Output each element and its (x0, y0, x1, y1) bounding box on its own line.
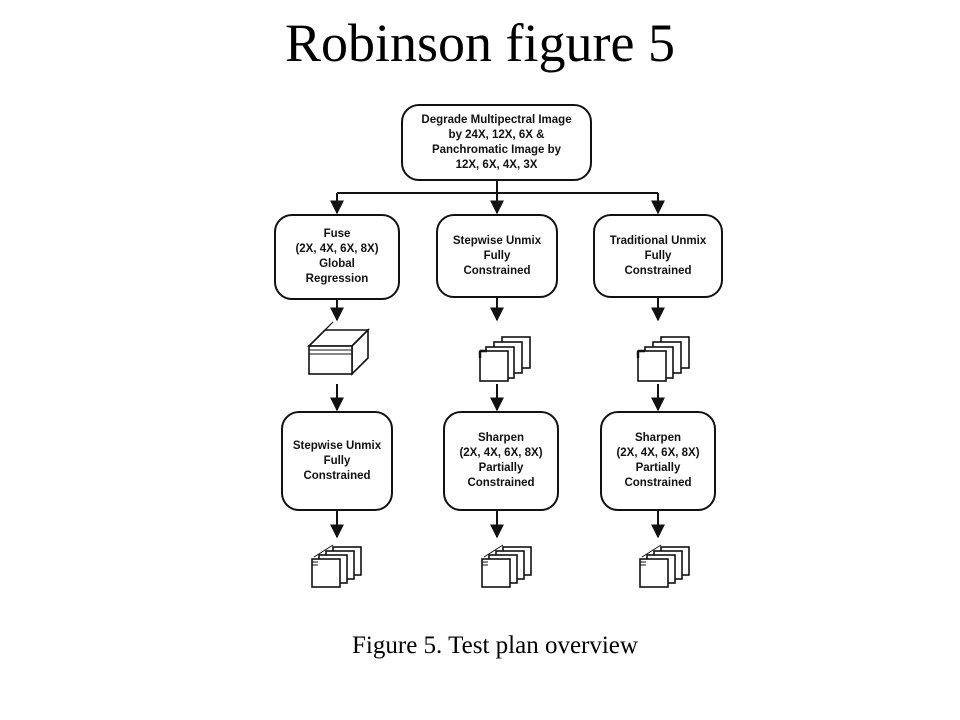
box-line: Traditional Unmix (609, 234, 707, 247)
box-line: Fully (644, 249, 672, 262)
box-line: Fully (323, 454, 351, 467)
box-line: (2X, 4X, 6X, 8X) (459, 447, 543, 459)
page-title: Robinson figure 5 (285, 13, 675, 73)
stepwise-unmix-box: Stepwise Unmix Fully Constrained (281, 411, 393, 511)
box-line: Regression (305, 273, 369, 285)
box-line: (2X, 4X, 6X, 8X) (295, 243, 379, 255)
fuse-global-regression-box: Fuse (2X, 4X, 6X, 8X) Global Regression (274, 214, 400, 300)
image-stack-icon (478, 336, 531, 382)
box-line: Degrade Multipectral Image (421, 113, 572, 126)
output-stack-icon (639, 544, 690, 588)
box-line: (2X, 4X, 6X, 8X) (616, 447, 700, 459)
box-line: by 24X, 12X, 6X & (448, 128, 545, 141)
box-line: Sharpen (634, 432, 681, 444)
box-line: Constrained (303, 469, 371, 482)
box-line: Partially (635, 462, 681, 474)
output-stack-icon (311, 544, 362, 588)
box-line: Panchromatic Image by (431, 143, 562, 156)
box-line: Constrained (467, 477, 535, 489)
traditional-unmix-box: Traditional Unmix Fully Constrained (593, 214, 723, 298)
box-line: Constrained (624, 477, 692, 489)
box-line: Stepwise Unmix (452, 234, 542, 247)
stepwise-unmix-box: Stepwise Unmix Fully Constrained (436, 214, 558, 298)
degrade-image-box: Degrade Multipectral Image by 24X, 12X, … (401, 104, 592, 181)
sharpen-box: Sharpen (2X, 4X, 6X, 8X) Partially Const… (600, 411, 716, 511)
box-line: 12X, 6X, 4X, 3X (455, 158, 538, 171)
box-line: Stepwise Unmix (292, 439, 382, 452)
box-line: Fuse (323, 228, 351, 240)
box-line: Fully (483, 249, 511, 262)
image-stack-icon (636, 336, 690, 382)
box-line: Constrained (624, 264, 692, 277)
box-line: Sharpen (477, 432, 524, 444)
box-line: Global (319, 258, 355, 270)
box-line: Constrained (463, 264, 531, 277)
figure-caption: Figure 5. Test plan overview (352, 632, 638, 659)
sharpen-box: Sharpen (2X, 4X, 6X, 8X) Partially Const… (443, 411, 559, 511)
image-cube-icon (307, 321, 370, 376)
output-stack-icon (481, 544, 532, 588)
box-line: Partially (478, 462, 524, 474)
